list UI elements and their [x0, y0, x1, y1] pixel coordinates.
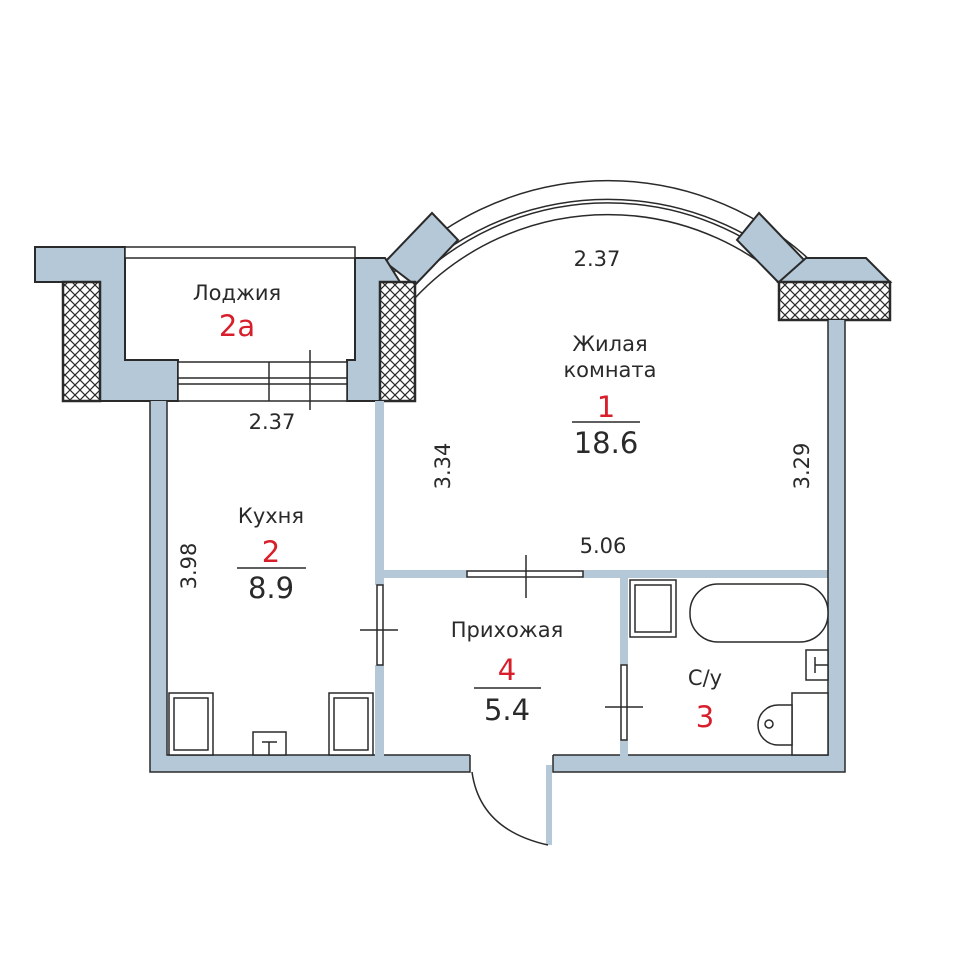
room-number: 4	[498, 653, 516, 687]
room-kitchen: Кухня 2 8.9	[237, 504, 306, 605]
dimension-living-right: 3.29	[790, 443, 814, 490]
room-number: 2a	[219, 309, 255, 343]
right-top-wall	[776, 257, 893, 322]
room-living: Жилая комната 1 18.6	[563, 332, 656, 460]
dimension-arc-width: 2.37	[574, 247, 621, 271]
loggia-walls	[34, 246, 417, 410]
room-number: 3	[696, 700, 714, 734]
room-number: 1	[597, 390, 615, 424]
room-bathroom: С/у 3	[688, 666, 722, 734]
dimension-kitchen-height: 3.98	[177, 543, 201, 590]
kitchen-fixtures	[168, 692, 374, 756]
room-name: Прихожая	[451, 618, 563, 642]
dimension-living-width: 5.06	[580, 534, 627, 558]
room-name: комната	[563, 358, 656, 382]
entrance-door-swing[interactable]	[471, 771, 549, 846]
main-walls	[149, 320, 846, 845]
room-area: 8.9	[248, 571, 294, 605]
dimension-living-left: 3.34	[431, 443, 455, 490]
room-hallway: Прихожая 4 5.4	[451, 618, 563, 727]
room-name: Жилая	[572, 332, 647, 356]
dimension-loggia-width: 2.37	[249, 410, 296, 434]
room-name: Лоджия	[193, 281, 281, 305]
room-loggia: Лоджия 2a	[193, 281, 281, 343]
room-area: 5.4	[484, 693, 530, 727]
room-name: Кухня	[238, 504, 304, 528]
bay-wall-left	[383, 211, 460, 287]
room-name: С/у	[688, 666, 722, 690]
room-number: 2	[262, 535, 280, 569]
room-area: 18.6	[574, 426, 639, 460]
bathroom-fixtures	[629, 579, 829, 756]
